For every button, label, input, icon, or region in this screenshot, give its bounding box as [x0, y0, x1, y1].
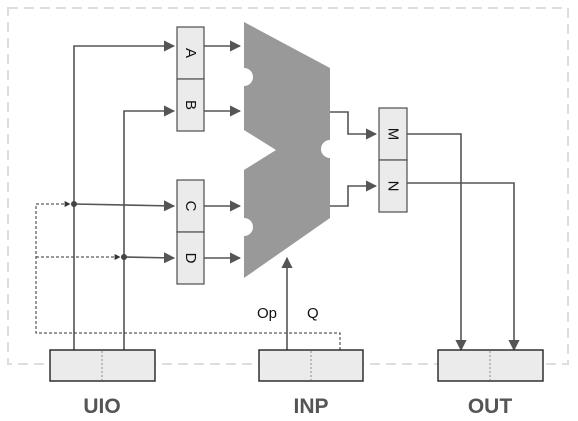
op-label: Op [257, 305, 277, 322]
bus-inp [258, 349, 364, 382]
register-a: A [176, 26, 205, 80]
wire-n-to-out [407, 182, 520, 352]
control-line-c [35, 201, 341, 350]
wire-alu-to-m [330, 111, 378, 140]
register-n: N [378, 159, 408, 213]
q-label: Q [307, 305, 319, 322]
junction-d [121, 254, 127, 260]
register-b: B [176, 78, 205, 132]
bus-out [437, 349, 544, 382]
register-d: D [176, 231, 205, 285]
outer-frame [7, 7, 569, 365]
junction-c [71, 201, 77, 207]
register-m-label: M [385, 128, 402, 141]
register-c: C [176, 179, 205, 233]
register-b-label: B [182, 100, 199, 110]
wire-uio-to-a [73, 40, 176, 352]
register-m: M [378, 107, 408, 161]
wire-alu-to-n [330, 180, 378, 207]
bus-uio-label: UIO [83, 395, 120, 418]
bus-out-label: OUT [468, 395, 513, 418]
wire-m-to-out [407, 133, 467, 352]
wire-uio-to-b [123, 105, 176, 352]
register-d-label: D [182, 253, 199, 264]
alu-unit [244, 22, 330, 278]
wire-uio-to-c [73, 200, 176, 212]
register-c-label: C [182, 201, 199, 212]
wire-uio-to-d [123, 252, 176, 264]
bus-uio [49, 349, 156, 382]
bus-inp-label: INP [293, 395, 328, 418]
register-a-label: A [182, 48, 199, 58]
register-n-label: N [385, 181, 402, 192]
